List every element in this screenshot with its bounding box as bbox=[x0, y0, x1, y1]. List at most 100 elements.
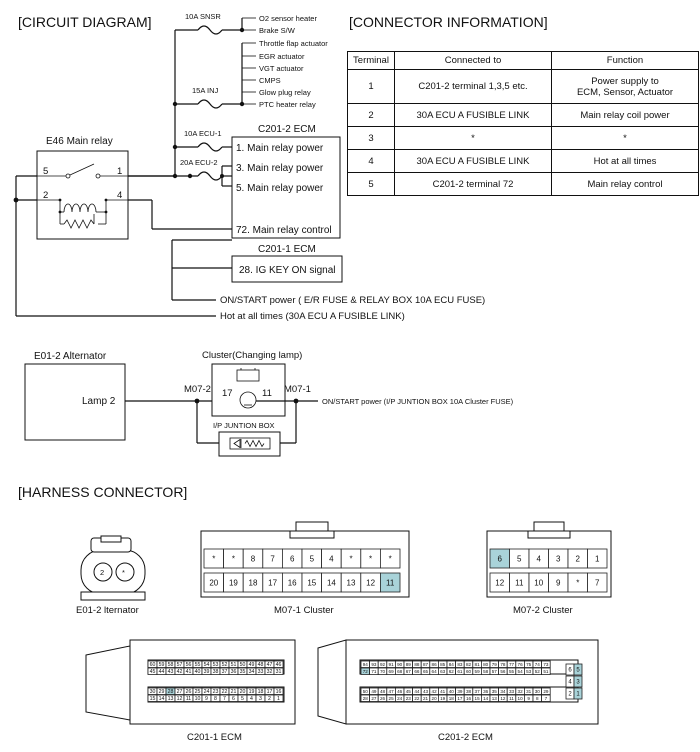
cell-connected: C201-2 terminal 72 bbox=[394, 172, 552, 196]
pin-label: 15 bbox=[150, 696, 156, 702]
pin-label: 19 bbox=[249, 689, 255, 695]
pin-label: 13 bbox=[168, 696, 174, 702]
pin-label: 51 bbox=[543, 669, 549, 674]
pin-label: 18 bbox=[449, 696, 455, 701]
pin-label: 35 bbox=[240, 669, 246, 675]
fuse-ecu1-icon bbox=[197, 142, 223, 152]
pin-label: 27 bbox=[177, 689, 183, 695]
power-distribution: 10A SNSR 15A INJ O2 sensor heater Brake … bbox=[128, 12, 328, 187]
pin-label: 27 bbox=[371, 696, 377, 701]
pin-label: 80 bbox=[483, 662, 489, 667]
pin-label: 61 bbox=[457, 669, 463, 674]
pin-label: 58 bbox=[483, 669, 489, 674]
cluster-box bbox=[211, 363, 286, 417]
pin-label: 1 bbox=[595, 554, 600, 563]
pin-label: 48 bbox=[380, 689, 386, 694]
pin-label: 8 bbox=[214, 696, 217, 702]
pin-label: 73 bbox=[543, 662, 549, 667]
pin-label: * bbox=[369, 554, 372, 563]
pin-label: 39 bbox=[457, 689, 463, 694]
circuit-diagram-heading: [CIRCUIT DIAGRAM] bbox=[18, 14, 152, 30]
pin-label: 44 bbox=[159, 669, 165, 675]
relay-box bbox=[36, 150, 129, 240]
pin-cell bbox=[379, 572, 401, 593]
fuse-inj-icon bbox=[197, 99, 223, 109]
cluster-title: Cluster(Changing lamp) bbox=[202, 350, 302, 361]
pin-label: 20 bbox=[209, 578, 218, 587]
cell-function: Main relay control bbox=[551, 172, 699, 196]
relay-pin-2: 2 bbox=[43, 190, 48, 201]
pin-label: 3 bbox=[556, 554, 561, 563]
pin-label: 57 bbox=[177, 662, 183, 668]
pin-label: 4 bbox=[568, 680, 572, 686]
alternator-box bbox=[24, 363, 126, 441]
pin-label: 9 bbox=[556, 578, 561, 587]
pin-label: 49 bbox=[371, 689, 377, 694]
load-cmps: CMPS bbox=[259, 76, 281, 85]
pin-label: 62 bbox=[449, 669, 455, 674]
pin-label: 50 bbox=[240, 662, 246, 668]
pin-label: 18 bbox=[258, 689, 264, 695]
fuse-ecu2-icon bbox=[197, 171, 223, 181]
alternator-pin-lamp2: Lamp 2 bbox=[82, 396, 116, 407]
pin-label: 66 bbox=[414, 669, 420, 674]
pin-label: 71 bbox=[371, 669, 377, 674]
pin-label: 5 bbox=[310, 554, 315, 563]
pin-label: 6 bbox=[498, 554, 503, 563]
pin-cell bbox=[587, 548, 608, 569]
pin-label: 16 bbox=[276, 689, 282, 695]
ecu2-pin-3: 3. Main relay power bbox=[236, 163, 324, 174]
pin-label: 59 bbox=[475, 669, 481, 674]
pin-cell bbox=[273, 694, 284, 702]
cell-connected: 30A ECU A FUSIBLE LINK bbox=[394, 149, 552, 173]
pin-cell bbox=[541, 694, 551, 702]
ecu2-title: C201-2 ECM bbox=[258, 124, 316, 135]
relay-coil-icon bbox=[63, 203, 97, 213]
fuse-inj-label: 15A INJ bbox=[192, 86, 219, 95]
pin-label: 3 bbox=[259, 696, 262, 702]
pin-label: 63 bbox=[440, 669, 446, 674]
pin-label: 23 bbox=[406, 696, 412, 701]
pin-label: 29 bbox=[159, 689, 165, 695]
pin-label: 6 bbox=[232, 696, 235, 702]
pin-label: 16 bbox=[288, 578, 297, 587]
pin-label: 91 bbox=[389, 662, 395, 667]
alternator-title: E01-2 Alternator bbox=[34, 351, 107, 362]
cell-terminal: 2 bbox=[347, 103, 395, 127]
relay-switch-icon bbox=[69, 163, 95, 176]
pin-label: 31 bbox=[276, 669, 282, 675]
pin-label: 41 bbox=[186, 669, 192, 675]
cell-function: Power supply to ECM, Sensor, Actuator bbox=[551, 69, 699, 104]
diode-icon bbox=[233, 438, 241, 449]
pin-label: 46 bbox=[276, 662, 282, 668]
pin-label: 4 bbox=[537, 554, 542, 563]
ecu1-box bbox=[231, 255, 343, 283]
cell-function: Main relay coil power bbox=[551, 103, 699, 127]
c201-2-harness-label: C201-2 ECM bbox=[438, 732, 493, 743]
pin-label: 43 bbox=[168, 669, 174, 675]
resistor-icon bbox=[244, 439, 265, 448]
pin-label: 31 bbox=[526, 689, 532, 694]
pin-label: 46 bbox=[397, 689, 403, 694]
pin-label: 59 bbox=[159, 662, 165, 668]
pin-label: 13 bbox=[492, 696, 498, 701]
pin-label: 4 bbox=[250, 696, 253, 702]
pin-label: 5 bbox=[576, 668, 580, 674]
pin-label: 9 bbox=[527, 696, 530, 701]
alternator-circuit: E01-2 Alternator Lamp 2 M07-2 Cluster(Ch… bbox=[24, 350, 514, 457]
pin-label: 37 bbox=[475, 689, 481, 694]
pin-label: 1 bbox=[576, 692, 580, 698]
cell-function: Hot at all times bbox=[551, 149, 699, 173]
ecu2-pin-72: 72. Main relay control bbox=[236, 225, 332, 236]
m07-1-label: M07-1 bbox=[284, 384, 311, 395]
ecu1-block: C201-1 ECM 28. IG KEY ON signal bbox=[172, 244, 343, 283]
pin-label: 7 bbox=[270, 554, 275, 563]
load-o2-sensor-heater: O2 sensor heater bbox=[259, 14, 317, 23]
pin-label: 8 bbox=[251, 554, 256, 563]
table-row: 3** bbox=[347, 126, 699, 150]
cell-function: * bbox=[551, 126, 699, 150]
pin-label: 81 bbox=[475, 662, 481, 667]
